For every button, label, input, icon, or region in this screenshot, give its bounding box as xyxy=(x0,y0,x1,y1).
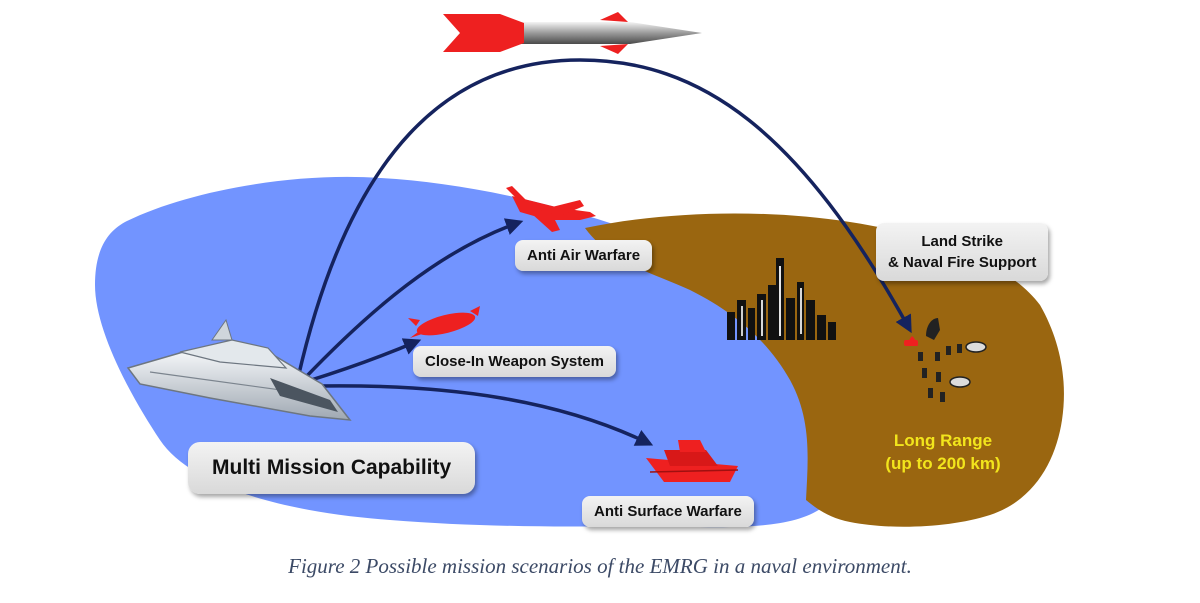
arrow-close-in xyxy=(307,338,422,383)
multi-mission-capability-label: Multi Mission Capability xyxy=(188,442,476,494)
long-range-label: Long Range (up to 200 km) xyxy=(858,429,1028,475)
anti-surface-warfare-label: Anti Surface Warfare xyxy=(582,496,754,527)
own-ship-icon xyxy=(126,318,352,421)
land-strike-line1: Land Strike xyxy=(921,233,1004,250)
land-strike-line2: & Naval Fire Support xyxy=(888,254,1037,271)
arrow-anti-surface xyxy=(317,384,654,446)
land-targets-icon xyxy=(904,318,987,402)
land-area xyxy=(585,213,1064,527)
incoming-missile-icon xyxy=(408,306,480,338)
arrow-anti-air xyxy=(301,218,524,382)
figure-caption: Figure 2 Possible mission scenarios of t… xyxy=(288,554,912,578)
long-range-line1: Long Range xyxy=(893,431,993,450)
long-range-line2: (up to 200 km) xyxy=(885,454,1001,473)
fighter-jet-icon xyxy=(506,186,596,232)
anti-air-warfare-label: Anti Air Warfare xyxy=(515,240,653,271)
land-strike-naval-fire-support-label: Land Strike & Naval Fire Support xyxy=(876,223,1049,281)
cruise-missile-icon xyxy=(443,12,702,54)
arrow-land-strike xyxy=(296,58,912,379)
close-in-weapon-system-label: Close-In Weapon System xyxy=(413,346,616,377)
enemy-ship-icon xyxy=(646,440,739,482)
trajectory-arrows xyxy=(296,58,912,446)
city-skyline-icon xyxy=(727,258,836,340)
